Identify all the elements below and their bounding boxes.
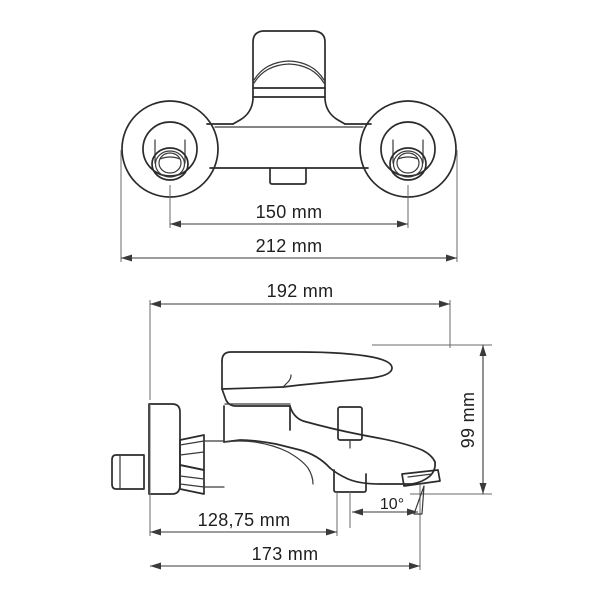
side-coupling-nut-2 xyxy=(179,464,205,495)
front-right-escutcheon-outer xyxy=(359,100,457,198)
front-lever-handle xyxy=(252,30,326,89)
dim-arrow-10deg-right xyxy=(407,508,418,516)
front-right-connector-slot xyxy=(397,156,419,160)
front-left-connector-mid xyxy=(154,150,186,178)
front-spout-stub xyxy=(269,167,307,185)
front-view-dimensions: 150 mm 212 mm xyxy=(120,150,458,262)
dim-arrow-192-right xyxy=(439,300,450,308)
side-aerator-plate xyxy=(401,469,441,487)
dim-arrow-173-left xyxy=(150,562,161,570)
side-coupling-line-1 xyxy=(179,440,205,446)
front-left-connector-stem xyxy=(154,139,186,164)
front-right-connector-outer xyxy=(389,147,427,181)
dim-arrow-150-left xyxy=(170,220,181,228)
side-wall-escutcheon xyxy=(148,403,181,495)
dim-label-192: 192 mm xyxy=(267,281,334,301)
side-cartridge-housing xyxy=(223,405,291,443)
front-left-connector-slot xyxy=(159,156,181,160)
dim-arrow-10deg-left xyxy=(352,508,363,516)
dim-label-10deg: 10° xyxy=(380,496,404,513)
dim-arrow-12875-left xyxy=(150,528,161,536)
front-left-escutcheon-inner-ring xyxy=(142,121,198,177)
dim-arrow-212-right xyxy=(446,254,457,262)
front-left-escutcheon-outer xyxy=(121,100,219,198)
dim-label-150: 150 mm xyxy=(256,202,323,222)
front-view xyxy=(121,30,457,198)
dim-arrow-12875-right xyxy=(326,528,337,536)
side-eccentric-stub xyxy=(111,454,145,490)
front-right-connector-stem xyxy=(392,139,424,164)
side-view xyxy=(111,351,441,495)
dim-arrow-150-right xyxy=(397,220,408,228)
side-lever-handle-edge xyxy=(282,374,292,388)
side-aerator-inner xyxy=(407,473,433,478)
dim-label-212: 212 mm xyxy=(256,236,323,256)
angle-wedge-10deg xyxy=(413,485,425,515)
dim-arrow-173-right xyxy=(409,562,420,570)
front-right-escutcheon-inner-ring xyxy=(380,121,436,177)
dim-arrow-212-left xyxy=(121,254,132,262)
side-body-top-contour xyxy=(289,405,436,463)
side-coupling-line-2 xyxy=(179,451,205,456)
dim-arrow-192-left xyxy=(150,300,161,308)
side-coupling-link xyxy=(203,440,225,488)
front-right-connector-inner xyxy=(396,152,420,174)
front-lever-underside-arc-2 xyxy=(253,63,325,84)
dim-label-173: 173 mm xyxy=(252,544,319,564)
front-left-connector-outer xyxy=(151,147,189,181)
side-lever-handle xyxy=(221,351,393,388)
front-left-connector-inner xyxy=(158,152,182,174)
front-right-connector-mid xyxy=(392,150,424,178)
dim-label-99: 99 mm xyxy=(458,392,478,449)
dim-arrow-99-top xyxy=(479,345,487,356)
side-coupling-line-3 xyxy=(179,475,205,480)
side-lever-handle-lower xyxy=(221,360,284,390)
front-handle-neck xyxy=(252,87,326,98)
front-body-shoulder-right xyxy=(324,96,346,125)
side-coupling-line-4 xyxy=(179,483,205,488)
dim-label-12875: 128,75 mm xyxy=(198,510,291,530)
dim-arrow-99-bottom xyxy=(479,483,487,494)
side-spout-underside xyxy=(329,467,413,485)
front-lever-underside-arc xyxy=(253,60,325,81)
side-body-inner-line xyxy=(223,440,314,485)
side-view-dimensions: 192 mm 99 mm 10° 128,75 mm 173 mm xyxy=(149,281,492,570)
side-body-bottom-contour xyxy=(223,439,331,469)
side-spout-nose xyxy=(411,461,436,485)
front-body-shoulder xyxy=(232,96,254,125)
